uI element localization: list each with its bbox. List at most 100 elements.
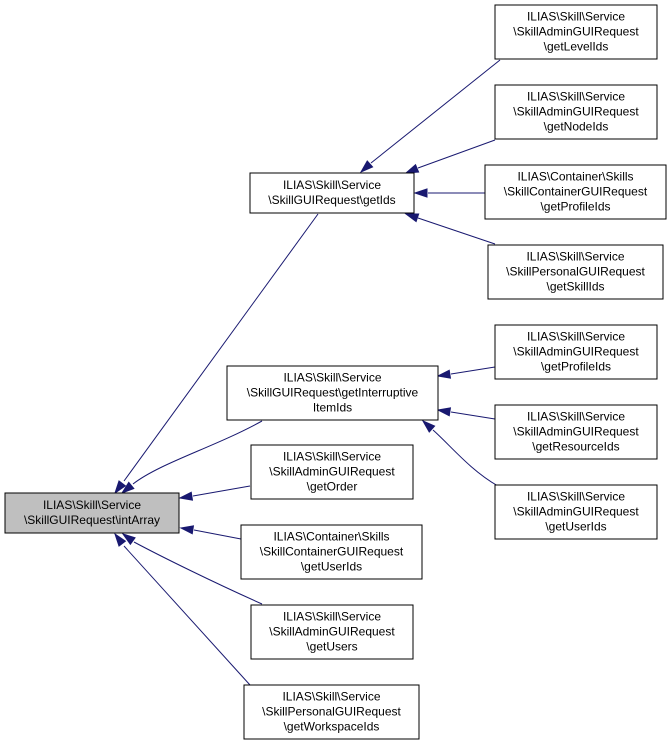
node-label-line: \SkillPersonalGUIRequest (506, 265, 645, 279)
node-box (243, 684, 420, 740)
edge-adminGetNodeIds-to-getIds (404, 139, 496, 174)
edges-layer (114, 59, 501, 686)
node-label-line: ILIAS\Container\Skills (517, 170, 633, 184)
arrow-head-icon (114, 532, 127, 547)
node-label-line: \getProfileIds (541, 360, 611, 374)
edge-line (123, 213, 319, 482)
edge-adminGetResourceIds-to-getInterruptiveItemIds (436, 407, 496, 420)
edge-line (193, 529, 242, 540)
node-adminGetResourceIds[interactable]: ILIAS\Skill\Service\SkillAdminGUIRequest… (494, 404, 658, 460)
node-box (484, 164, 667, 220)
node-label-line: \SkillAdminGUIRequest (513, 25, 639, 39)
node-label-line: ILIAS\Skill\Service (282, 690, 380, 704)
edge-getIds-to-intArray (114, 213, 319, 495)
node-label-line: ILIAS\Container\Skills (273, 530, 389, 544)
node-box (494, 84, 658, 140)
edge-line (417, 217, 496, 245)
node-adminGetLevelIds[interactable]: ILIAS\Skill\Service\SkillAdminGUIRequest… (494, 4, 658, 60)
node-label-line: \SkillContainerGUIRequest (260, 545, 404, 559)
arrow-head-icon (421, 419, 436, 433)
edge-adminGetUserIds-to-getInterruptiveItemIds (421, 419, 499, 487)
node-label-line: ItemIds (313, 401, 352, 415)
node-getInterruptiveItemIds[interactable]: ILIAS\Skill\Service\SkillGUIRequest\getI… (226, 365, 439, 421)
node-adminGetUserIds[interactable]: ILIAS\Skill\Service\SkillAdminGUIRequest… (494, 484, 658, 540)
edge-getInterruptiveItemIds-to-intArray (120, 420, 263, 495)
node-label-line: \SkillGUIRequest\intArray (24, 513, 160, 527)
node-personalGetSkillIds[interactable]: ILIAS\Skill\Service\SkillPersonalGUIRequ… (487, 244, 664, 300)
node-label-line: \SkillAdminGUIRequest (513, 105, 639, 119)
node-adminGetUsers[interactable]: ILIAS\Skill\Service\SkillAdminGUIRequest… (250, 604, 414, 660)
node-box (250, 604, 414, 660)
node-box (226, 365, 439, 421)
node-label-line: \SkillGUIRequest\getIds (268, 193, 395, 207)
edge-containerGetProfileIds-to-getIds (413, 188, 485, 198)
node-label-line: ILIAS\Skill\Service (527, 10, 625, 24)
node-label-line: ILIAS\Skill\Service (283, 450, 381, 464)
node-label-line: ILIAS\Skill\Service (283, 178, 381, 192)
arrow-head-icon (436, 407, 452, 417)
node-box (494, 404, 658, 460)
edge-containerGetUserIds-to-intArray (179, 525, 242, 540)
edge-line (450, 411, 496, 420)
node-adminGetNodeIds[interactable]: ILIAS\Skill\Service\SkillAdminGUIRequest… (494, 84, 658, 140)
edge-adminGetOrder-to-intArray (178, 485, 251, 501)
node-box (250, 444, 414, 500)
node-label-line: \SkillAdminGUIRequest (269, 625, 395, 639)
node-label-line: \getUserIds (545, 520, 606, 534)
arrow-head-icon (121, 533, 136, 546)
arrow-head-icon (404, 163, 420, 174)
node-containerGetProfileIds[interactable]: ILIAS\Container\Skills\SkillContainerGUI… (484, 164, 667, 220)
arrow-head-icon (359, 160, 374, 174)
node-box (487, 244, 664, 300)
node-label-line: \SkillAdminGUIRequest (269, 465, 395, 479)
arrow-head-icon (114, 480, 127, 495)
edge-line (192, 485, 251, 497)
node-label-line: \SkillPersonalGUIRequest (262, 705, 401, 719)
node-label-line: ILIAS\Skill\Service (527, 490, 625, 504)
node-label-line: \SkillAdminGUIRequest (513, 425, 639, 439)
node-box (4, 492, 180, 534)
edge-line (123, 545, 251, 686)
node-label-line: \getUsers (306, 640, 357, 654)
edge-adminGetUsers-to-intArray (121, 533, 263, 605)
node-getIds[interactable]: ILIAS\Skill\Service\SkillGUIRequest\getI… (249, 172, 415, 214)
node-label-line: \SkillContainerGUIRequest (504, 185, 648, 199)
node-box (494, 484, 658, 540)
node-label-line: \SkillAdminGUIRequest (513, 505, 639, 519)
node-label-line: ILIAS\Skill\Service (527, 330, 625, 344)
node-label-line: \getNodeIds (544, 120, 609, 134)
node-label-line: ILIAS\Skill\Service (283, 610, 381, 624)
node-adminGetProfileIds[interactable]: ILIAS\Skill\Service\SkillAdminGUIRequest… (494, 324, 658, 380)
node-personalGetWorkspaceIds[interactable]: ILIAS\Skill\Service\SkillPersonalGUIRequ… (243, 684, 420, 740)
node-label-line: ILIAS\Skill\Service (283, 371, 381, 385)
node-label-line: \SkillGUIRequest\getInterruptive (247, 386, 419, 400)
node-label-line: ILIAS\Skill\Service (527, 90, 625, 104)
arrow-head-icon (120, 481, 135, 495)
node-adminGetOrder[interactable]: ILIAS\Skill\Service\SkillAdminGUIRequest… (250, 444, 414, 500)
node-label-line: \getUserIds (301, 560, 362, 574)
arrow-head-icon (436, 369, 452, 379)
node-box (494, 4, 658, 60)
edge-line (417, 139, 496, 169)
node-intArray[interactable]: ILIAS\Skill\Service\SkillGUIRequest\intA… (4, 492, 180, 534)
edge-line (133, 541, 263, 605)
edge-personalGetWorkspaceIds-to-intArray (114, 532, 251, 686)
node-label-line: ILIAS\Skill\Service (526, 250, 624, 264)
nodes-layer: ILIAS\Skill\Service \SkillGUIRequest\intA… (4, 4, 667, 740)
arrow-head-icon (179, 525, 195, 535)
arrow-head-icon (413, 188, 428, 198)
node-box (494, 324, 658, 380)
edge-personalGetSkillIds-to-getIds (404, 213, 496, 245)
node-label-line: \getSkillIds (546, 280, 604, 294)
edge-adminGetProfileIds-to-getInterruptiveItemIds (436, 366, 496, 379)
edge-line (132, 420, 263, 485)
node-containerGetUserIds[interactable]: ILIAS\Container\Skills\SkillContainerGUI… (240, 524, 423, 580)
node-label-line: \getWorkspaceIds (284, 720, 380, 734)
node-label-line: \SkillAdminGUIRequest (513, 345, 639, 359)
edge-line (432, 429, 499, 487)
node-label-line: ILIAS\Skill\Service (527, 410, 625, 424)
node-box (249, 172, 415, 214)
node-label-line: \getResourceIds (532, 440, 619, 454)
edge-line (450, 366, 496, 375)
